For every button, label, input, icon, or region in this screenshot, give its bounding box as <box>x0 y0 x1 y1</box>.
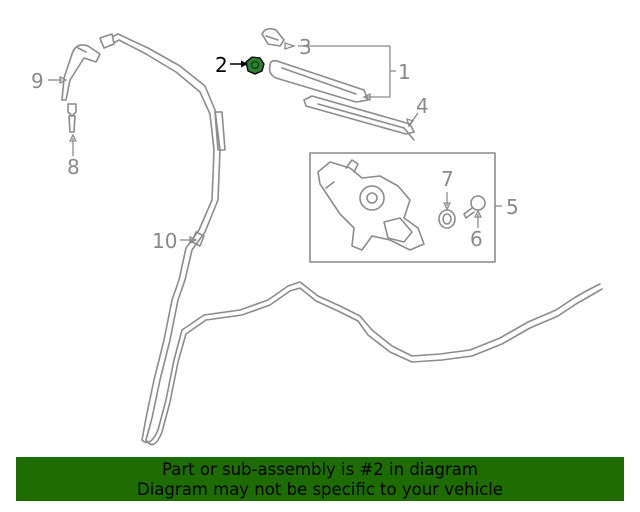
wiper-blade <box>303 95 415 141</box>
wiper-arm-nut-highlighted[interactable] <box>245 56 265 75</box>
parts-diagram: 1 2 3 4 5 6 7 8 9 10 <box>31 27 603 446</box>
banner-line-part-number: Part or sub-assembly is #2 in diagram <box>162 460 478 479</box>
callout-9: 9 <box>31 69 44 93</box>
callout-1: 1 <box>398 60 411 84</box>
callout-5: 5 <box>506 195 519 219</box>
banner-line-disclaimer: Diagram may not be specific to your vehi… <box>137 480 503 499</box>
callout-8: 8 <box>67 155 80 179</box>
callout-4: 4 <box>416 94 429 118</box>
callout-10: 10 <box>152 229 177 253</box>
washer-nozzle <box>61 33 115 101</box>
leader-lines <box>48 42 502 245</box>
wiper-arm <box>268 59 369 103</box>
callout-3: 3 <box>299 35 312 59</box>
hose-connector <box>67 103 77 133</box>
callout-6: 6 <box>470 227 483 251</box>
callout-2[interactable]: 2 <box>215 53 228 77</box>
callout-7: 7 <box>441 167 454 191</box>
info-banner: Part or sub-assembly is #2 in diagram Di… <box>16 457 624 501</box>
mounting-bolt <box>463 195 486 219</box>
grommet <box>438 209 456 229</box>
wiper-motor-group <box>309 152 496 263</box>
washer-hose <box>100 33 603 446</box>
wiper-arm-cap <box>261 27 285 47</box>
